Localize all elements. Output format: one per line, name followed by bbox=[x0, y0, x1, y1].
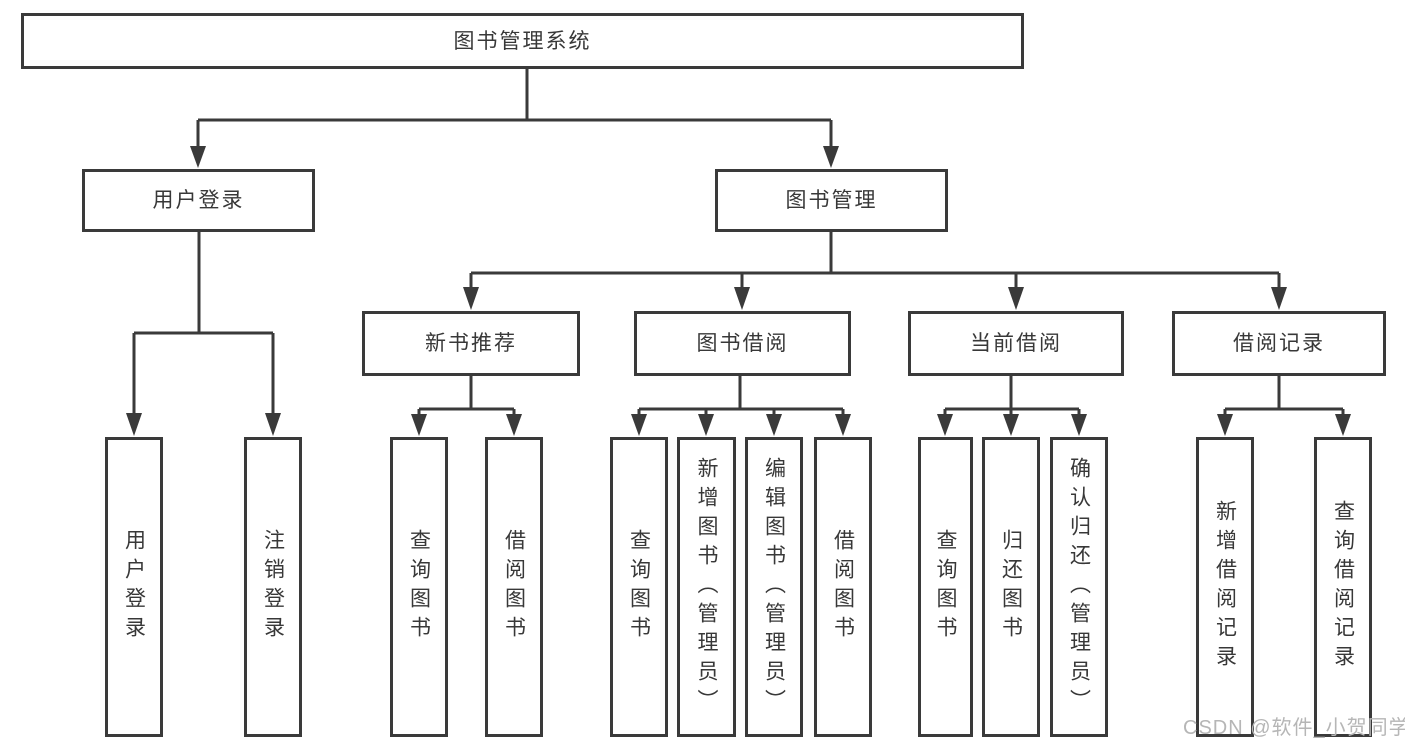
node-book-management-label: 图书管理 bbox=[785, 189, 878, 212]
arrowhead bbox=[823, 146, 839, 168]
leaf-query-borrow-record: 查询借阅记录 bbox=[1314, 437, 1372, 737]
node-new-book-recommend-label: 新书推荐 bbox=[425, 332, 517, 355]
leaf-query-books-2-label: 查询图书 bbox=[627, 529, 651, 645]
leaf-edit-books-admin-label: 编辑图书（管理员） bbox=[762, 456, 786, 718]
node-book-borrow-label: 图书借阅 bbox=[696, 332, 789, 355]
arrowhead bbox=[1217, 414, 1233, 436]
arrowhead bbox=[1271, 287, 1287, 310]
arrowhead bbox=[698, 414, 714, 436]
leaf-add-books-admin: 新增图书（管理员） bbox=[677, 437, 736, 737]
arrowhead bbox=[766, 414, 782, 436]
arrowhead bbox=[126, 413, 142, 436]
leaf-return-books-label: 归还图书 bbox=[999, 529, 1023, 645]
node-user-login: 用户登录 bbox=[82, 169, 315, 232]
node-borrow-records: 借阅记录 bbox=[1172, 311, 1386, 376]
leaf-query-books-1: 查询图书 bbox=[390, 437, 448, 737]
connector-currentborrow-to-leaves bbox=[937, 376, 1087, 436]
leaf-borrow-books-2: 借阅图书 bbox=[814, 437, 872, 737]
arrowhead bbox=[190, 146, 206, 168]
csdn-watermark: CSDN @软件_小贺同学 bbox=[1183, 717, 1405, 739]
leaf-query-books-2: 查询图书 bbox=[610, 437, 668, 737]
leaf-logout: 注销登录 bbox=[244, 437, 302, 737]
arrowhead bbox=[937, 414, 953, 436]
leaf-query-books-3-label: 查询图书 bbox=[934, 529, 957, 645]
leaf-user-login-label: 用户登录 bbox=[122, 529, 146, 645]
leaf-borrow-books-1-label: 借阅图书 bbox=[502, 529, 526, 645]
node-root: 图书管理系统 bbox=[21, 13, 1024, 69]
leaf-add-borrow-record: 新增借阅记录 bbox=[1196, 437, 1254, 737]
arrowhead bbox=[1003, 414, 1019, 436]
leaf-query-borrow-record-label: 查询借阅记录 bbox=[1331, 500, 1355, 674]
leaf-confirm-return-admin: 确认归还（管理员） bbox=[1050, 437, 1108, 737]
node-new-book-recommend: 新书推荐 bbox=[362, 311, 580, 376]
arrowhead bbox=[265, 413, 281, 436]
leaf-edit-books-admin: 编辑图书（管理员） bbox=[745, 437, 803, 737]
node-book-borrow: 图书借阅 bbox=[634, 311, 851, 376]
arrowhead bbox=[1335, 414, 1351, 436]
leaf-logout-label: 注销登录 bbox=[261, 529, 285, 645]
leaf-borrow-books-2-label: 借阅图书 bbox=[831, 529, 855, 645]
node-root-label: 图书管理系统 bbox=[453, 29, 592, 53]
node-borrow-records-label: 借阅记录 bbox=[1233, 332, 1325, 355]
node-user-login-label: 用户登录 bbox=[152, 189, 245, 212]
connector-root-to-level2 bbox=[190, 69, 839, 168]
arrowhead bbox=[631, 414, 647, 436]
connector-userlogin-to-leaves bbox=[126, 232, 281, 436]
arrowhead bbox=[1071, 414, 1087, 436]
arrowhead bbox=[1008, 287, 1024, 310]
node-book-management: 图书管理 bbox=[715, 169, 948, 232]
leaf-confirm-return-admin-label: 确认归还（管理员） bbox=[1067, 456, 1091, 718]
connector-borrowrecords-to-leaves bbox=[1217, 376, 1351, 436]
leaf-return-books: 归还图书 bbox=[982, 437, 1040, 737]
arrowhead bbox=[835, 414, 851, 436]
arrowhead bbox=[506, 414, 522, 436]
arrowhead bbox=[411, 414, 427, 436]
connector-newbookrec-to-leaves bbox=[411, 376, 522, 436]
leaf-add-borrow-record-label: 新增借阅记录 bbox=[1213, 500, 1237, 674]
arrowhead bbox=[734, 287, 750, 310]
leaf-add-books-admin-label: 新增图书（管理员） bbox=[695, 456, 718, 718]
leaf-query-books-3: 查询图书 bbox=[918, 437, 973, 737]
leaf-borrow-books-1: 借阅图书 bbox=[485, 437, 543, 737]
leaf-user-login: 用户登录 bbox=[105, 437, 163, 737]
arrowhead bbox=[463, 287, 479, 310]
node-current-borrow-label: 当前借阅 bbox=[970, 332, 1062, 355]
connector-bookborrow-to-leaves bbox=[631, 376, 851, 436]
node-current-borrow: 当前借阅 bbox=[908, 311, 1124, 376]
leaf-query-books-1-label: 查询图书 bbox=[407, 529, 431, 645]
connector-bookmgmt-to-level3 bbox=[463, 232, 1287, 310]
